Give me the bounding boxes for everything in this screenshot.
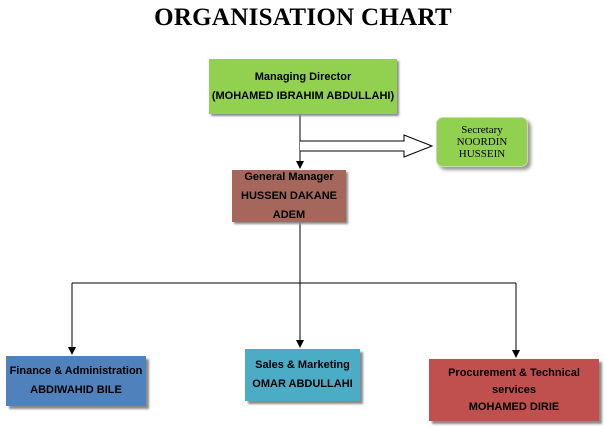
sales-box: Sales & Marketing OMAR ABDULLAHI: [245, 349, 360, 401]
chart-title: ORGANISATION CHART: [154, 4, 452, 31]
general-manager-name: HUSSEN DAKANE ADEM: [241, 189, 337, 221]
finance-role: Finance & Administration: [9, 365, 143, 377]
procurement-box: Procurement & Technical services MOHAMED…: [429, 359, 599, 421]
secretary-box: Secretary NOORDIN HUSSEIN: [436, 117, 528, 167]
general-manager-box: General Manager HUSSEN DAKANE ADEM: [232, 170, 346, 222]
procurement-name: MOHAMED DIRIE: [468, 400, 560, 413]
secretary-role: Secretary: [461, 124, 503, 136]
finance-box: Finance & Administration ABDIWAHID BILE: [6, 356, 146, 406]
sales-name: OMAR ABDULLAHI: [252, 378, 353, 390]
procurement-role-line2: services: [491, 383, 537, 396]
managing-director-box: Managing Director (MOHAMED IBRAHIM ABDUL…: [209, 59, 397, 114]
finance-name: ABDIWAHID BILE: [30, 384, 122, 396]
sales-role: Sales & Marketing: [255, 359, 350, 371]
secretary-name-line1: NOORDIN: [456, 136, 508, 148]
managing-director-name: (MOHAMED IBRAHIM ABDULLAHI): [211, 89, 395, 102]
procurement-role-line1: Procurement & Technical: [448, 366, 580, 379]
managing-director-role: Managing Director: [254, 70, 352, 83]
general-manager-role: General Manager: [244, 170, 334, 183]
secretary-name-line2: HUSSEIN: [458, 148, 506, 160]
secretary-arrow: [300, 134, 434, 158]
